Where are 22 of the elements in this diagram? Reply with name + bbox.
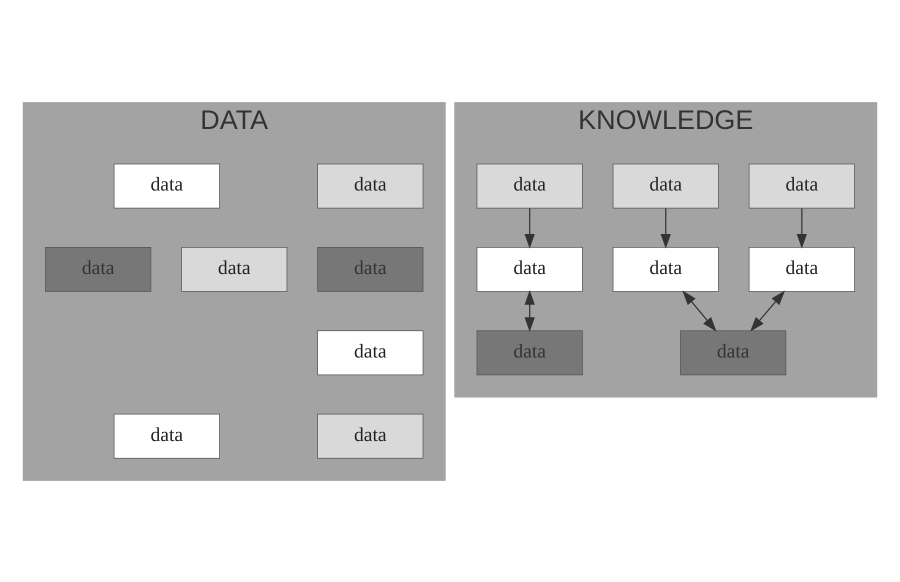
node-box: data <box>748 163 855 208</box>
node-box: data <box>476 246 583 292</box>
node-box: data <box>317 163 424 208</box>
node-box: data <box>476 163 583 208</box>
node-box: data <box>181 246 288 292</box>
node-box: data <box>317 246 424 292</box>
arrow <box>524 290 535 332</box>
node-box: data <box>114 163 220 208</box>
node-box: data <box>748 246 855 292</box>
node-box: data <box>680 330 786 375</box>
node-box: data <box>317 330 424 375</box>
node-box: data <box>612 163 719 208</box>
arrow <box>750 290 785 332</box>
arrow <box>796 208 807 248</box>
node-box: data <box>476 330 583 375</box>
arrow <box>660 208 671 248</box>
node-box: data <box>317 413 424 458</box>
arrow <box>682 290 717 332</box>
node-box: data <box>114 413 220 458</box>
node-box: data <box>45 246 152 292</box>
node-box: data <box>612 246 719 292</box>
arrow <box>524 208 535 248</box>
